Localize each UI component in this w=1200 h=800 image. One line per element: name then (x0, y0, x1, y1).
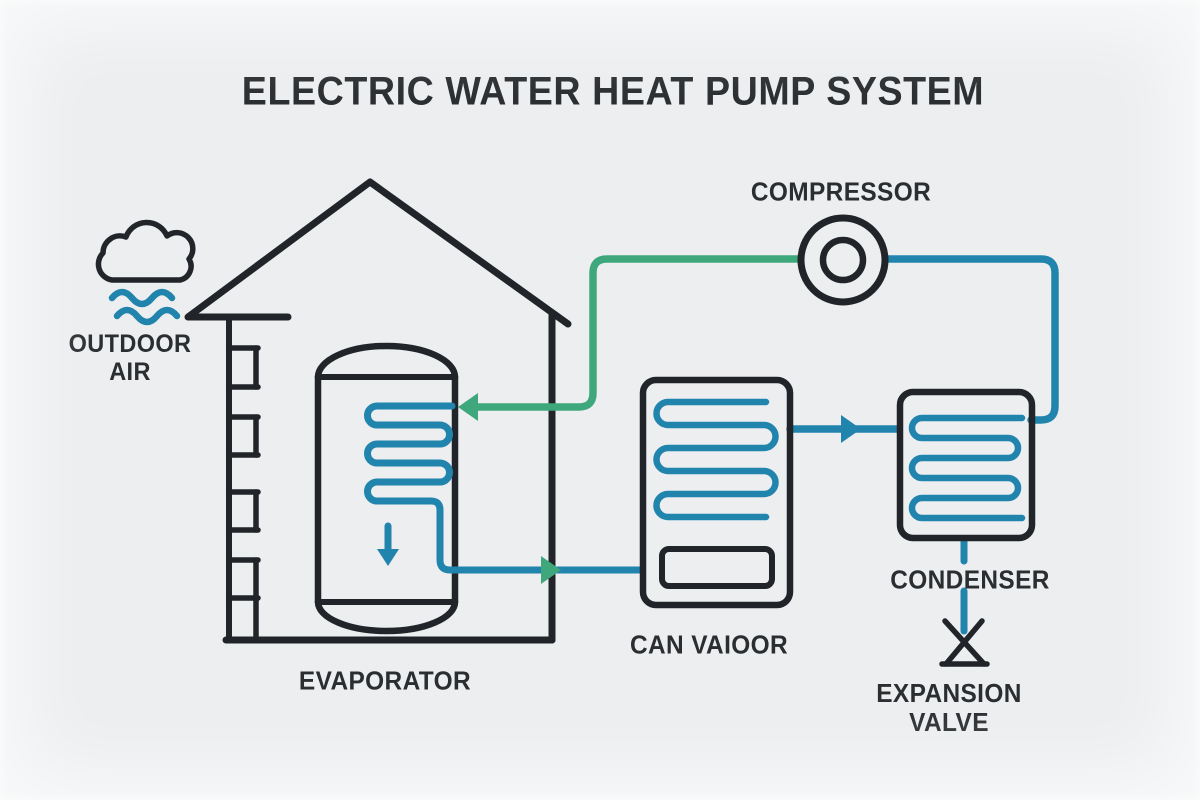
expansion-valve-icon (939, 618, 990, 667)
compressor-label: COMPRESSOR (750, 176, 932, 207)
condenser-label: CONDENSER (890, 564, 1050, 595)
tank-dome-bottom (314, 598, 459, 635)
house-roof (184, 178, 572, 328)
condenser-unit (896, 388, 1036, 542)
compressor-icon (797, 214, 889, 306)
outdoor-air-label-line1: OUTDOOR (68, 330, 192, 358)
condenser-box (896, 388, 1036, 542)
house-outline (184, 178, 572, 644)
house-left-wall-bricks (226, 314, 261, 643)
arrow-evaporator-outlet-icon (541, 556, 561, 584)
expansion-valve-label-line1: EXPANSION (876, 678, 1022, 708)
fan-unit-vent-slot (659, 546, 775, 589)
cloud-icon (95, 219, 196, 283)
arrow-into-condenser-icon (841, 415, 861, 443)
arrow-into-evaporator-icon (458, 393, 478, 421)
fan-unit-coil (653, 398, 779, 521)
outdoor-air-label: OUTDOOR AIR (69, 330, 192, 386)
fan-unit-label: CAN VAIOOR (629, 629, 789, 660)
tank-down-arrow-icon (377, 522, 399, 566)
fan-unit-box (639, 376, 794, 609)
evaporator-coil (364, 402, 646, 574)
page-title: ELECTRIC WATER HEAT PUMP SYSTEM (241, 69, 985, 114)
expansion-valve-label-line2: VALVE (909, 707, 989, 737)
tank-dome-top (314, 342, 459, 381)
fan-coil-unit (639, 376, 794, 609)
outdoor-air-label-line2: AIR (109, 358, 151, 386)
condenser-coil (908, 414, 1026, 522)
expansion-valve-label: EXPANSION VALVE (876, 679, 1022, 737)
pipe-compressor-to-evaporator (466, 255, 806, 411)
tank-seams (315, 374, 458, 605)
tank-sides (314, 373, 459, 606)
pipe-compressor-to-condenser (882, 255, 1059, 424)
air-wave-lines (108, 288, 181, 326)
evaporator-tank (314, 342, 459, 635)
evaporator-label: EVAPORATOR (298, 665, 472, 696)
